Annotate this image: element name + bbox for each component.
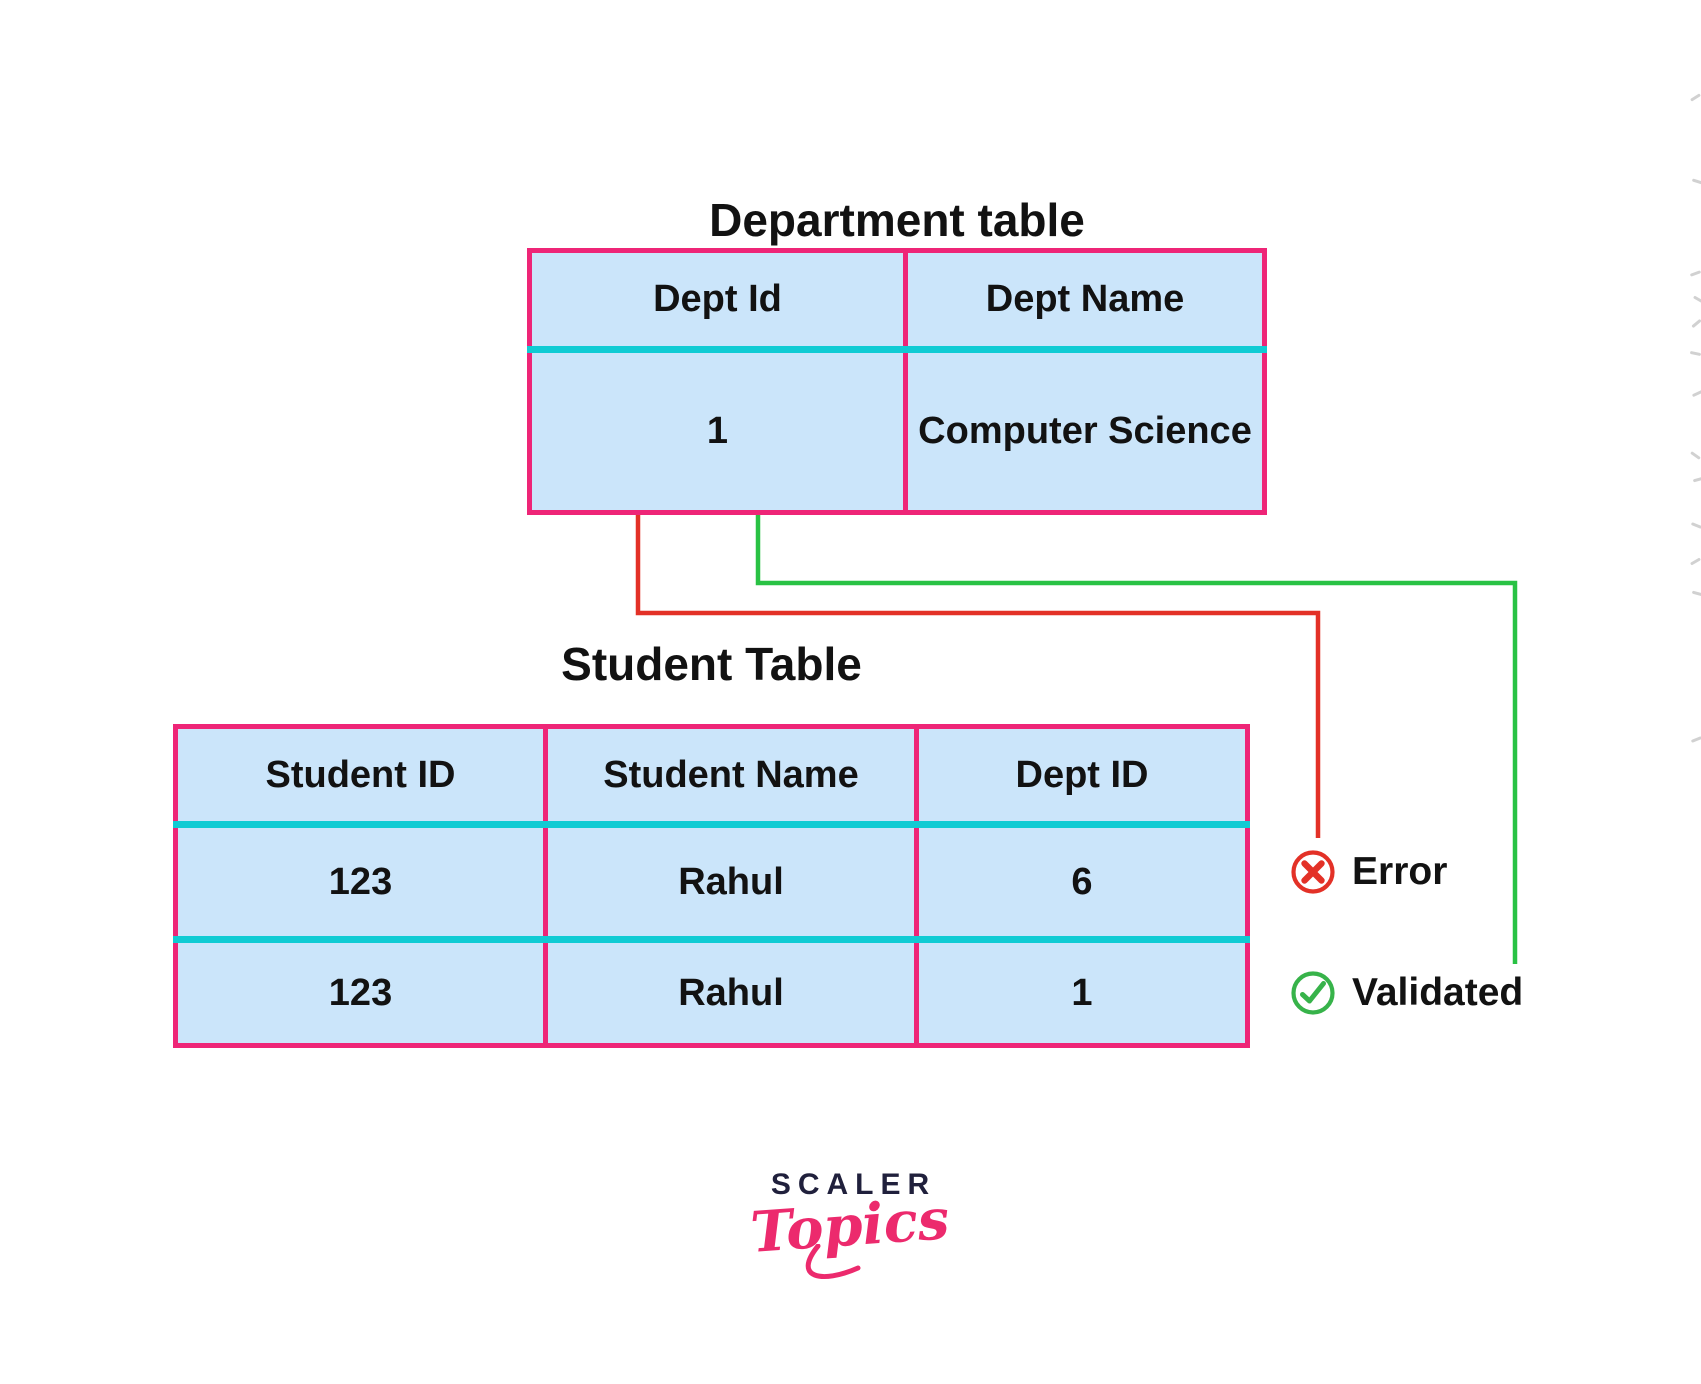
student-header-student-name: Student Name [603,753,859,796]
student-row1-student-name: Rahul [678,860,784,903]
edge-artifact [1691,318,1701,329]
department-column-divider [903,253,908,510]
student-row2-student-id: 123 [328,971,393,1014]
department-table-title: Department table [709,194,1085,246]
student-header-divider [173,821,1250,828]
validated-label: Validated [1352,971,1524,1014]
department-header-divider [527,346,1267,353]
edge-artifact [1689,557,1701,566]
edge-artifact [1690,736,1701,743]
logo-brand-text: SCALER [770,1168,937,1201]
edge-artifact [1691,178,1701,185]
edge-artifact [1691,590,1701,597]
department-cell-dept-name-value: Computer Science [918,410,1252,452]
department-cell-dept-id-value: 1 [706,410,729,452]
edge-artifact [1692,476,1701,483]
student-row-divider [173,936,1250,943]
validated-icon [1291,971,1335,1015]
department-header-dept-name: Dept Name [985,278,1185,320]
error-label: Error [1352,850,1448,893]
error-icon [1291,850,1335,894]
logo-flourish [805,1243,861,1279]
student-table: Student ID Student Name Dept ID 123 Rahu… [173,724,1250,1048]
edge-artifact [1689,270,1701,277]
edge-artifact [1690,522,1701,529]
student-table-title: Student Table [561,638,862,690]
student-row2-student-name: Rahul [678,971,784,1014]
department-table: Dept Id Dept Name 1 Computer Science [527,248,1267,515]
student-column-divider-1 [543,729,548,1043]
department-header-dept-id: Dept Id [653,278,782,320]
edge-artifact [1689,350,1701,357]
edge-artifact [1690,451,1701,460]
student-header-dept-id: Dept ID [1015,753,1149,796]
edge-artifact [1691,389,1701,398]
edge-artifact [1692,295,1701,304]
student-row2-dept-id: 1 [1071,971,1093,1014]
edge-artifact [1690,93,1701,102]
student-row1-dept-id: 6 [1071,860,1093,903]
scaler-topics-logo: SCALER Topics [700,1168,1000,1289]
student-header-student-id: Student ID [265,753,456,796]
student-row1-student-id: 123 [328,860,393,903]
